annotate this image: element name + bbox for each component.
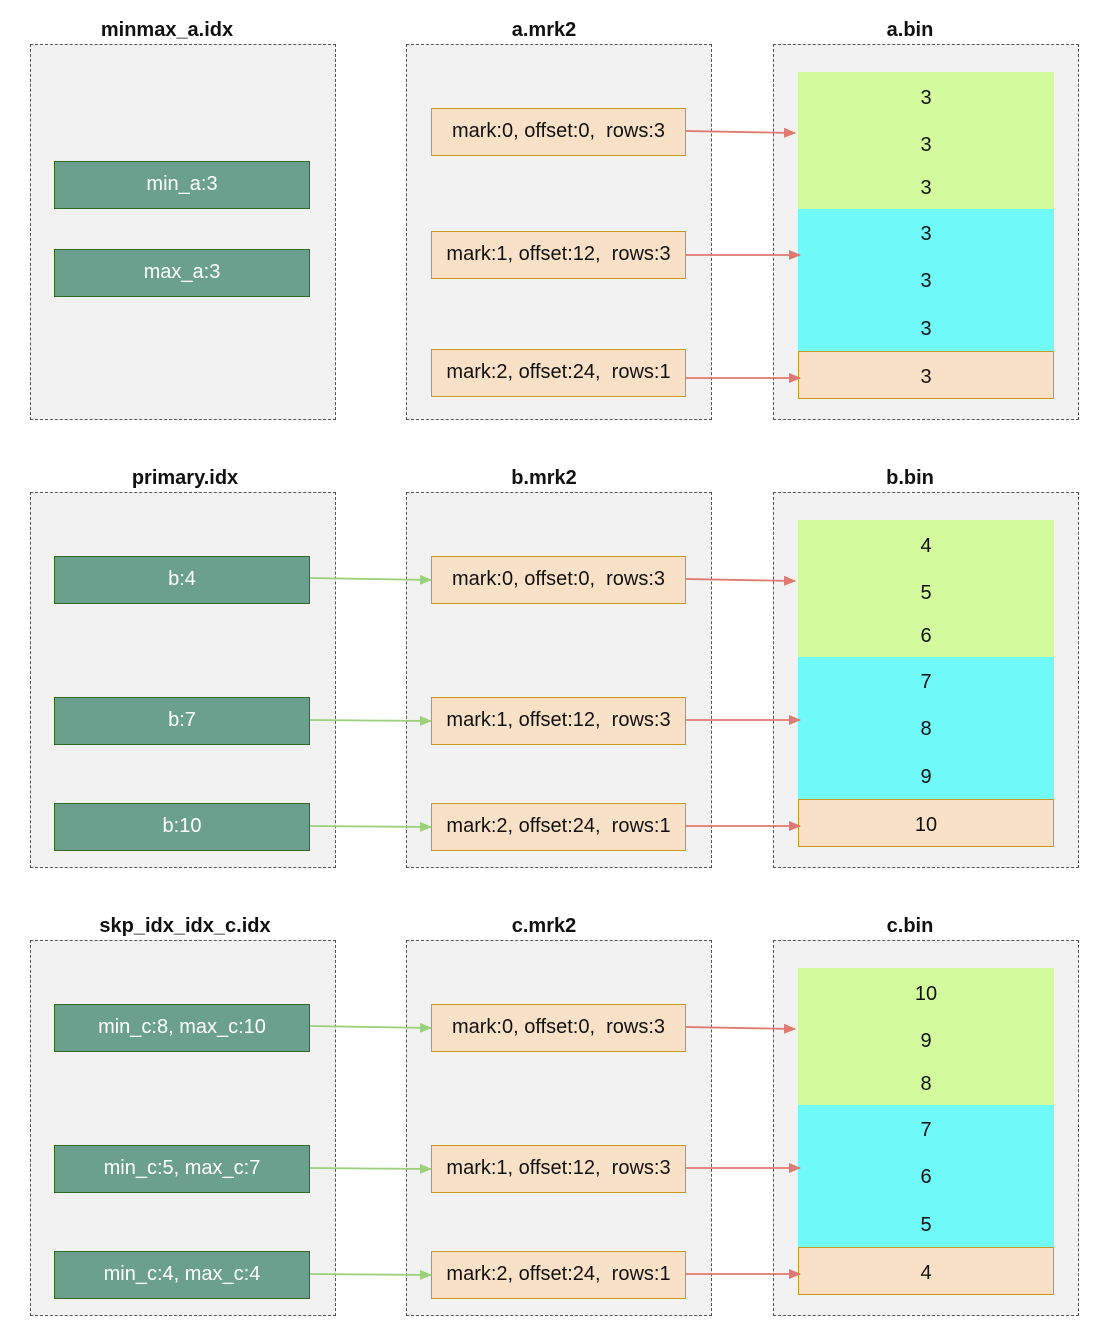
- index-entry-c-1: min_c:5, max_c:7: [54, 1145, 310, 1193]
- index-to-mark-arrow: [309, 715, 432, 726]
- index-entry-b-1: b:7: [54, 697, 310, 745]
- column-value: 10: [914, 983, 938, 1005]
- b-mark-title: b.mrk2: [511, 467, 577, 489]
- granule-1: [798, 1105, 1054, 1248]
- column-value: 3: [920, 366, 932, 388]
- mark-entry-1: mark:1, offset:12, rows:3: [431, 1145, 686, 1193]
- column-value: 8: [920, 718, 932, 740]
- skip-index-title: skp_idx_idx_c.idx: [99, 915, 271, 937]
- column-value: 7: [920, 1119, 932, 1141]
- index-to-mark-arrow: [309, 1022, 432, 1033]
- a-mark-title: a.mrk2: [511, 19, 577, 41]
- column-value: 5: [920, 582, 932, 604]
- minmax-index-panel: [30, 44, 336, 420]
- primary-index-title: primary.idx: [131, 467, 239, 489]
- index-entry-c-0: min_c:8, max_c:10: [54, 1004, 310, 1052]
- column-value: 3: [920, 134, 932, 156]
- mark-to-granule-arrow: [685, 1023, 796, 1034]
- mark-entry-1: mark:1, offset:12, rows:3: [431, 697, 686, 745]
- granule-1: [798, 657, 1054, 800]
- column-value: 3: [920, 87, 932, 109]
- column-value: 3: [920, 223, 932, 245]
- index-to-mark-arrow: [309, 1269, 432, 1280]
- granule-2: [798, 351, 1054, 399]
- mark-entry-2: mark:2, offset:24, rows:1: [431, 1251, 686, 1299]
- column-value: 3: [920, 318, 932, 340]
- column-value: 9: [920, 766, 932, 788]
- index-to-mark-arrow: [309, 821, 432, 832]
- granule-2: [798, 1247, 1054, 1295]
- minmax-index-title: minmax_a.idx: [100, 19, 234, 41]
- index-entry-c-2: min_c:4, max_c:4: [54, 1251, 310, 1299]
- mark-entry-0: mark:0, offset:0, rows:3: [431, 556, 686, 604]
- mark-to-granule-arrow: [685, 127, 796, 138]
- c-mark-title: c.mrk2: [511, 915, 577, 937]
- index-entry-min-a: min_a:3: [54, 161, 310, 209]
- mark-entry-1: mark:1, offset:12, rows:3: [431, 231, 686, 279]
- column-value: 6: [920, 1166, 932, 1188]
- column-value: 6: [920, 625, 932, 647]
- column-value: 7: [920, 671, 932, 693]
- granule-0: [798, 520, 1054, 657]
- index-entry-max-a: max_a:3: [54, 249, 310, 297]
- mark-entry-2: mark:2, offset:24, rows:1: [431, 349, 686, 397]
- b-bin-title: b.bin: [886, 467, 934, 489]
- column-value: 10: [914, 814, 938, 836]
- granule-0: [798, 72, 1054, 209]
- granule-1: [798, 209, 1054, 352]
- column-value: 4: [920, 1262, 932, 1284]
- mark-entry-2: mark:2, offset:24, rows:1: [431, 803, 686, 851]
- column-value: 5: [920, 1214, 932, 1236]
- a-bin-title: a.bin: [886, 19, 934, 41]
- granule-0: [798, 968, 1054, 1105]
- c-bin-title: c.bin: [886, 915, 934, 937]
- index-entry-b-0: b:4: [54, 556, 310, 604]
- index-to-mark-arrow: [309, 574, 432, 585]
- column-value: 8: [920, 1073, 932, 1095]
- index-entry-b-2: b:10: [54, 803, 310, 851]
- granule-2: [798, 799, 1054, 847]
- mark-entry-0: mark:0, offset:0, rows:3: [431, 1004, 686, 1052]
- column-value: 3: [920, 270, 932, 292]
- index-to-mark-arrow: [309, 1163, 432, 1174]
- column-value: 9: [920, 1030, 932, 1052]
- mark-entry-0: mark:0, offset:0, rows:3: [431, 108, 686, 156]
- column-value: 4: [920, 535, 932, 557]
- column-value: 3: [920, 177, 932, 199]
- mark-to-granule-arrow: [685, 575, 796, 586]
